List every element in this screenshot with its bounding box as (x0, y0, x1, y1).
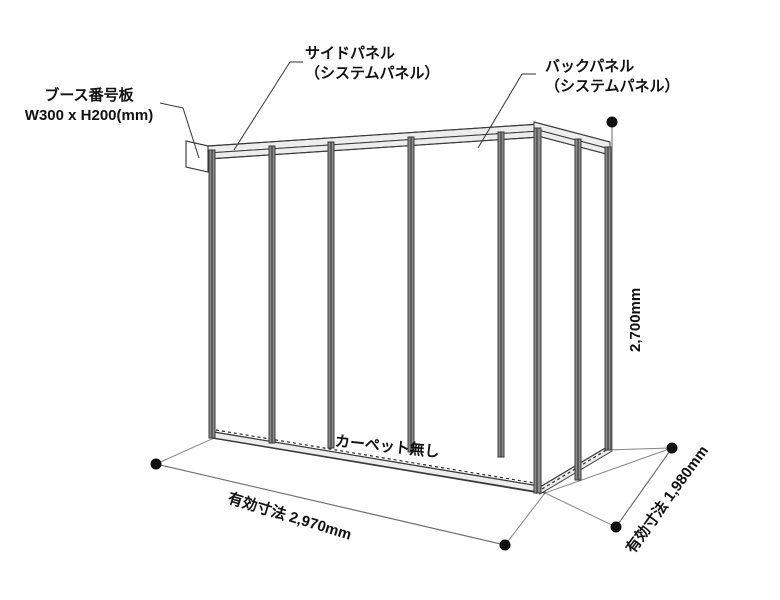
booth-number-plate-label-line2: W300 x H200(mm) (24, 107, 154, 124)
back-panel-posts (208, 131, 505, 458)
side-panel-label-line2: （システムパネル） (305, 65, 440, 82)
back-panel-label-line2: （システムパネル） (545, 78, 680, 95)
side-panel-posts (533, 127, 612, 494)
dim-dot-depth-near (610, 521, 622, 533)
back-panel-label-line1: バックパネル (545, 58, 635, 75)
side-panel-wall (533, 121, 614, 495)
leader-lines (159, 61, 536, 159)
booth-number-plate-label: ブース番号板 W300 x H200(mm) (14, 86, 164, 126)
dim-dot-depth-far (666, 442, 678, 454)
back-panel-label: バックパネル （システムパネル） (545, 57, 680, 97)
booth-number-plate (185, 140, 209, 173)
side-panel-label: サイドパネル （システムパネル） (305, 44, 440, 84)
side-panel-label-line1: サイドパネル (305, 45, 396, 62)
dim-dot-height-top (606, 116, 618, 128)
dim-dot-width-right (499, 539, 511, 551)
dimension-height-label: 2,700mm (627, 287, 644, 352)
back-panel-wall (207, 123, 547, 494)
booth-number-plate-label-line1: ブース番号板 (44, 87, 134, 104)
dim-dot-width-left (150, 458, 162, 470)
dimension-lines (150, 116, 678, 551)
